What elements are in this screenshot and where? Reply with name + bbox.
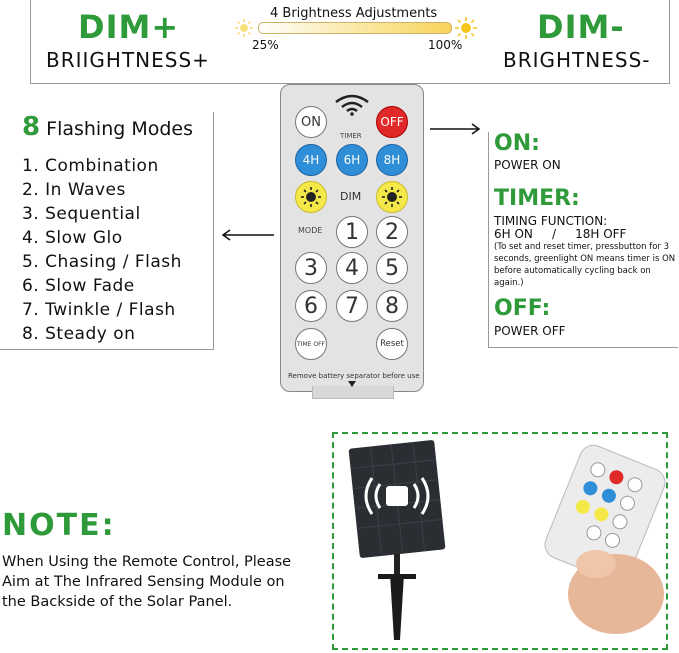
sun-dim-icon <box>235 19 253 37</box>
left-arrow-icon <box>221 229 274 241</box>
top-banner <box>30 0 670 84</box>
sun-icon <box>382 187 402 207</box>
mode-item: 6. Slow Fade <box>22 276 135 296</box>
brightness-gradient-bar <box>258 22 452 34</box>
modes-title-text: Flashing Modes <box>46 118 194 140</box>
mode-item: 1. Combination <box>22 156 159 176</box>
on-button[interactable]: ON <box>295 106 327 138</box>
modes-title: 8 Flashing Modes <box>22 112 193 142</box>
off-text: POWER OFF <box>494 324 566 338</box>
brightness-plus-label: BRIIGHTNESS+ <box>46 48 210 72</box>
timer-label: TIMER <box>340 132 362 140</box>
brightness-low-label: 25% <box>252 38 279 52</box>
mode-1-button[interactable]: 1 <box>336 216 368 248</box>
sun-bright-icon <box>455 17 477 39</box>
mode-item: 4. Slow Glo <box>22 228 123 248</box>
mode-5-button[interactable]: 5 <box>376 252 408 284</box>
mode-8-button[interactable]: 8 <box>376 290 408 322</box>
brightness-high-label: 100% <box>428 38 463 52</box>
product-photo <box>332 432 668 650</box>
mode-6-button[interactable]: 6 <box>295 290 327 322</box>
info-panel <box>488 132 678 348</box>
reset-button[interactable]: Reset <box>376 328 408 360</box>
battery-separator-text: Remove battery separator before use <box>288 372 420 380</box>
dim-plus-heading: DIM+ <box>78 8 180 46</box>
timer-6h-button[interactable]: 6H <box>336 144 368 176</box>
sun-icon <box>301 187 321 207</box>
solar-panel-illustration <box>348 440 666 640</box>
dim-minus-heading: DIM- <box>537 8 625 46</box>
mode-item: 8. Steady on <box>22 324 136 344</box>
brightness-minus-label: BRIGHTNESS- <box>503 48 651 72</box>
modes-panel <box>0 112 214 350</box>
mode-item: 2. In Waves <box>22 180 126 200</box>
mode-3-button[interactable]: 3 <box>295 252 327 284</box>
mode-7-button[interactable]: 7 <box>336 290 368 322</box>
dim-minus-button[interactable] <box>376 181 408 213</box>
timer-function-label: TIMING FUNCTION: <box>494 214 608 228</box>
on-heading: ON: <box>494 131 540 156</box>
remote-battery-tab <box>312 386 394 399</box>
timer-hours: 6H ON / 18H OFF <box>494 227 627 241</box>
mode-label: MODE <box>298 226 323 235</box>
mode-4-button[interactable]: 4 <box>336 252 368 284</box>
note-text: When Using the Remote Control, Please Ai… <box>2 554 292 610</box>
note-title: NOTE: <box>2 508 116 543</box>
triangle-down-icon <box>348 381 356 387</box>
modes-count: 8 <box>22 112 41 142</box>
dim-plus-button[interactable] <box>295 181 327 213</box>
timer-note: (To set and reset timer, pressbutton for… <box>494 242 676 288</box>
wifi-signal-icon <box>335 94 369 116</box>
on-text: POWER ON <box>494 158 561 172</box>
timer-8h-button[interactable]: 8H <box>376 144 408 176</box>
mode-item: 5. Chasing / Flash <box>22 252 182 272</box>
mode-item: 3. Sequential <box>22 204 141 224</box>
off-button[interactable]: OFF <box>376 106 408 138</box>
mode-item: 7. Twinkle / Flash <box>22 300 176 320</box>
mode-2-button[interactable]: 2 <box>376 216 408 248</box>
brightness-adjust-title: 4 Brightness Adjustments <box>270 6 438 21</box>
right-arrow-icon <box>430 123 481 135</box>
dim-label: DIM <box>340 190 362 203</box>
timer-4h-button[interactable]: 4H <box>295 144 327 176</box>
infrared-signal-icon <box>364 477 430 515</box>
timer-heading: TIMER: <box>494 186 580 211</box>
off-heading: OFF: <box>494 296 551 321</box>
time-off-button[interactable]: TIME OFF <box>295 328 327 360</box>
